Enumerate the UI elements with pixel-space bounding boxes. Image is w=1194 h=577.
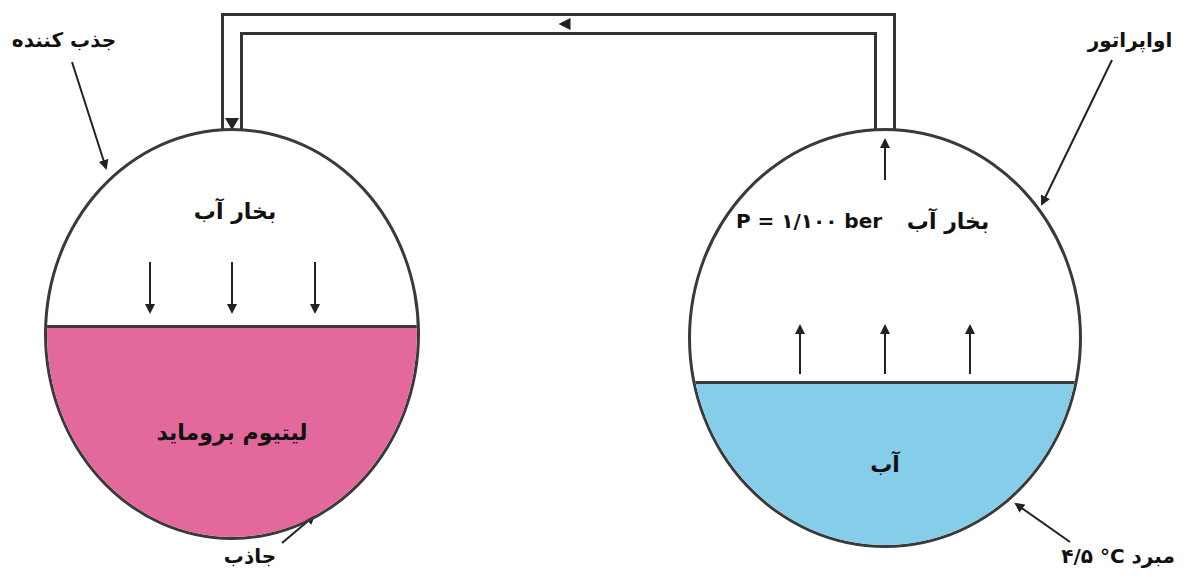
absorber-label: جذب کننده bbox=[12, 28, 116, 52]
refrigerant-label: ۴/۵ °C مبرد bbox=[1061, 544, 1175, 568]
text-holder: بخار آب bbox=[907, 209, 989, 234]
text-holder: بخار آب bbox=[194, 199, 276, 224]
leader-line bbox=[72, 62, 106, 168]
vapor-arrow bbox=[884, 140, 886, 180]
vapor-arrow bbox=[149, 262, 151, 312]
node-text: بخار آب bbox=[194, 199, 276, 224]
text-holder: P = ۱/۱۰۰ ber bbox=[736, 209, 882, 233]
vapor-arrow bbox=[231, 262, 233, 312]
leader-line bbox=[1042, 60, 1112, 204]
node-text: آب bbox=[870, 452, 900, 477]
node-text: P = ۱/۱۰۰ ber bbox=[736, 209, 882, 233]
evaporator-label: اواپراتور bbox=[1088, 28, 1173, 52]
vapor-arrow bbox=[884, 326, 886, 374]
node-text: لیتیوم بروماید bbox=[156, 420, 307, 445]
water-liquid: آب bbox=[691, 381, 1079, 545]
vapor-arrow bbox=[799, 326, 801, 374]
arrow-head bbox=[559, 18, 571, 30]
absorbent-label: جاذب bbox=[224, 544, 276, 568]
vapor-arrow bbox=[969, 326, 971, 374]
pipe-inner bbox=[232, 24, 885, 130]
node-text: بخار آب bbox=[907, 209, 989, 234]
lithium-bromide-liquid: لیتیوم بروماید bbox=[47, 325, 417, 537]
pipe-connector bbox=[225, 18, 885, 130]
evaporator-vessel: P = ۱/۱۰۰ ber بخار آب آب bbox=[688, 128, 1082, 548]
vapor-arrow bbox=[314, 262, 316, 312]
pipe-outline bbox=[232, 24, 885, 130]
absorber-vessel: بخار آب لیتیوم بروماید bbox=[44, 128, 420, 540]
